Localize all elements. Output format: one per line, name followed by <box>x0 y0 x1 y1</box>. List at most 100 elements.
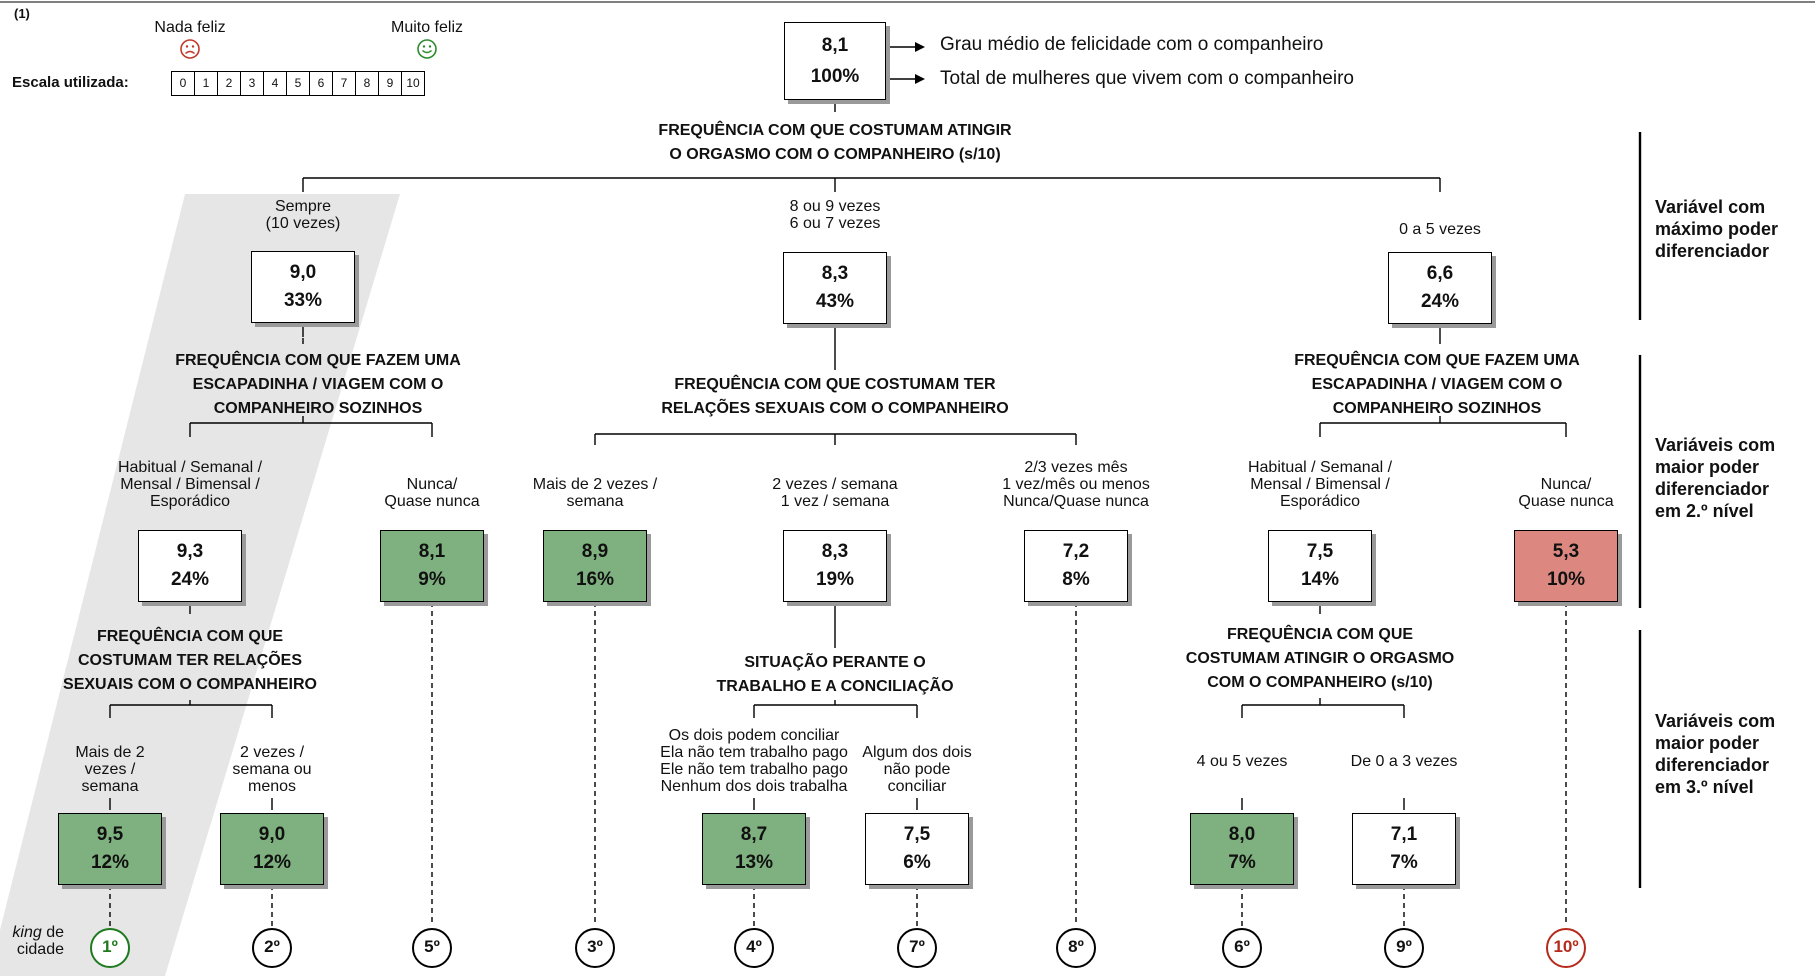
level2-node: 5,3 10% <box>1514 530 1618 602</box>
node-percent: 12% <box>252 852 292 873</box>
ranking-label-italic: king <box>12 924 42 941</box>
node-value: 8,9 <box>581 541 609 562</box>
level1-title: FREQUÊNCIA COM QUE COSTUMAM ATINGIR <box>658 122 1012 139</box>
scale-cell: 0 <box>171 71 195 96</box>
ranking-circle: 9º <box>1384 928 1424 968</box>
level1-branch-label: (10 vezes) <box>265 215 341 232</box>
level3-node-label: Ele não tem trabalho pago <box>660 761 848 778</box>
level3-node-label: Ela não tem trabalho pago <box>660 744 848 761</box>
level2-node: 7,2 8% <box>1024 530 1128 602</box>
node-percent: 8% <box>1062 569 1090 590</box>
node-percent: 7% <box>1228 852 1256 873</box>
node-value: 7,5 <box>903 824 931 845</box>
level2-group-title: COMPANHEIRO SOZINHOS <box>1332 400 1542 417</box>
ranking-circle: 3º <box>575 928 615 968</box>
ranking-circle: 8º <box>1056 928 1096 968</box>
node-percent: 19% <box>815 569 855 590</box>
root-value-note: Grau médio de felicidade com o companhei… <box>940 34 1324 55</box>
node-value: 8,0 <box>1228 824 1256 845</box>
level2-group-title: FREQUÊNCIA COM QUE FAZEM UMA <box>175 352 461 369</box>
level3-node: 9,5 12% <box>58 813 162 885</box>
ranking-circle: 1º <box>90 928 130 968</box>
node-value: 9,0 <box>258 824 286 845</box>
node-value: 8,3 <box>821 263 849 284</box>
side-label-level2: Variáveis com maior poder diferenciador … <box>1655 434 1775 522</box>
ranking-circle: 7º <box>897 928 937 968</box>
scale-cell: 6 <box>309 71 333 96</box>
figure-number: (1) <box>14 6 30 21</box>
node-percent: 9% <box>418 569 446 590</box>
side-label-line: em 2.º nível <box>1655 501 1754 521</box>
side-label-level3: Variáveis com maior poder diferenciador … <box>1655 710 1775 798</box>
side-label-line: Variáveis com <box>1655 435 1776 455</box>
scale-label: Escala utilizada: <box>12 74 129 91</box>
level3-node: 8,0 7% <box>1190 813 1294 885</box>
ranking-circle: 6º <box>1222 928 1262 968</box>
level3-node-label: De 0 a 3 vezes <box>1350 753 1458 770</box>
arrow-head <box>915 74 925 84</box>
level3-node-label: semana <box>81 778 139 795</box>
level2-group-title: COMPANHEIRO SOZINHOS <box>213 400 423 417</box>
level3-node: 8,7 13% <box>702 813 806 885</box>
level2-node-label: Esporádico <box>1279 493 1361 510</box>
scale-cell: 8 <box>355 71 379 96</box>
level3-node: 9,0 12% <box>220 813 324 885</box>
level3-group-title: COSTUMAM ATINGIR O ORGASMO <box>1185 650 1455 667</box>
level2-node: 8,3 19% <box>783 530 887 602</box>
scale-cell: 7 <box>332 71 356 96</box>
node-value: 9,3 <box>176 541 204 562</box>
side-label-line: Variáveis com <box>1655 711 1776 731</box>
side-label-line: diferenciador <box>1655 241 1770 261</box>
level3-node-label: Algum dos dois <box>862 744 972 761</box>
node-value: 5,3 <box>1552 541 1580 562</box>
level2-node-label: Mensal / Bimensal / <box>1250 476 1390 493</box>
node-percent: 7% <box>1390 852 1418 873</box>
level3-node-label: não pode <box>883 761 951 778</box>
node-percent: 24% <box>170 569 210 590</box>
level2-node-label: Esporádico <box>149 493 231 510</box>
level2-node-label: 2 vezes / semana <box>772 476 898 493</box>
scale-cell: 4 <box>263 71 287 96</box>
scale-cell: 10 <box>401 71 425 96</box>
side-label-level1: Variável com máximo poder diferenciador <box>1655 196 1778 262</box>
level3-node-label: Os dois podem conciliar <box>668 727 840 744</box>
level1-branch-label: 8 ou 9 vezes <box>789 198 881 215</box>
happy-face-icon <box>417 39 437 59</box>
side-label-line: em 3.º nível <box>1655 777 1754 797</box>
node-value: 7,5 <box>1306 541 1334 562</box>
level2-node-label: 1 vez/mês ou menos <box>1002 476 1150 493</box>
ranking-label-line2: cidade <box>16 941 64 958</box>
level2-group-title: RELAÇÕES SEXUAIS COM O COMPANHEIRO <box>661 400 1009 417</box>
scale-cell: 3 <box>240 71 264 96</box>
level2-node-label: Quase nunca <box>384 493 480 510</box>
level1-branch-label: 6 ou 7 vezes <box>789 215 881 232</box>
scale-cell: 5 <box>286 71 310 96</box>
node-percent: 43% <box>815 291 855 312</box>
level3-group-title: FREQUÊNCIA COM QUE <box>96 628 284 645</box>
ranking-label-tail: de <box>41 924 64 941</box>
level3-node-label: menos <box>247 778 297 795</box>
level2-node-label: Nunca/ <box>406 476 458 493</box>
node-value: 8,1 <box>418 541 446 562</box>
node-value: 6,6 <box>1426 263 1454 284</box>
node-percent: 16% <box>575 569 615 590</box>
level1-title: O ORGASMO COM O COMPANHEIRO (s/10) <box>669 146 1001 163</box>
side-label-line: maior poder <box>1655 457 1760 477</box>
side-label-line: Variável com <box>1655 197 1766 217</box>
level1-node: 9,0 33% <box>251 251 355 323</box>
node-value: 9,0 <box>289 262 317 283</box>
side-label-line: maior poder <box>1655 733 1760 753</box>
level2-node: 9,3 24% <box>138 530 242 602</box>
ranking-circle: 10º <box>1546 928 1586 968</box>
level3-node-label: vezes / <box>84 761 136 778</box>
node-value: 7,1 <box>1390 824 1418 845</box>
level3-group-title: SEXUAIS COM O COMPANHEIRO <box>63 676 317 693</box>
level2-group-title: FREQUÊNCIA COM QUE FAZEM UMA <box>1294 352 1580 369</box>
level1-node: 8,3 43% <box>783 252 887 324</box>
node-percent: 33% <box>283 290 323 311</box>
root-value: 8,1 <box>821 35 849 56</box>
level3-group-title: FREQUÊNCIA COM QUE <box>1226 626 1414 643</box>
level2-node-label: Mais de 2 vezes / <box>532 476 658 493</box>
